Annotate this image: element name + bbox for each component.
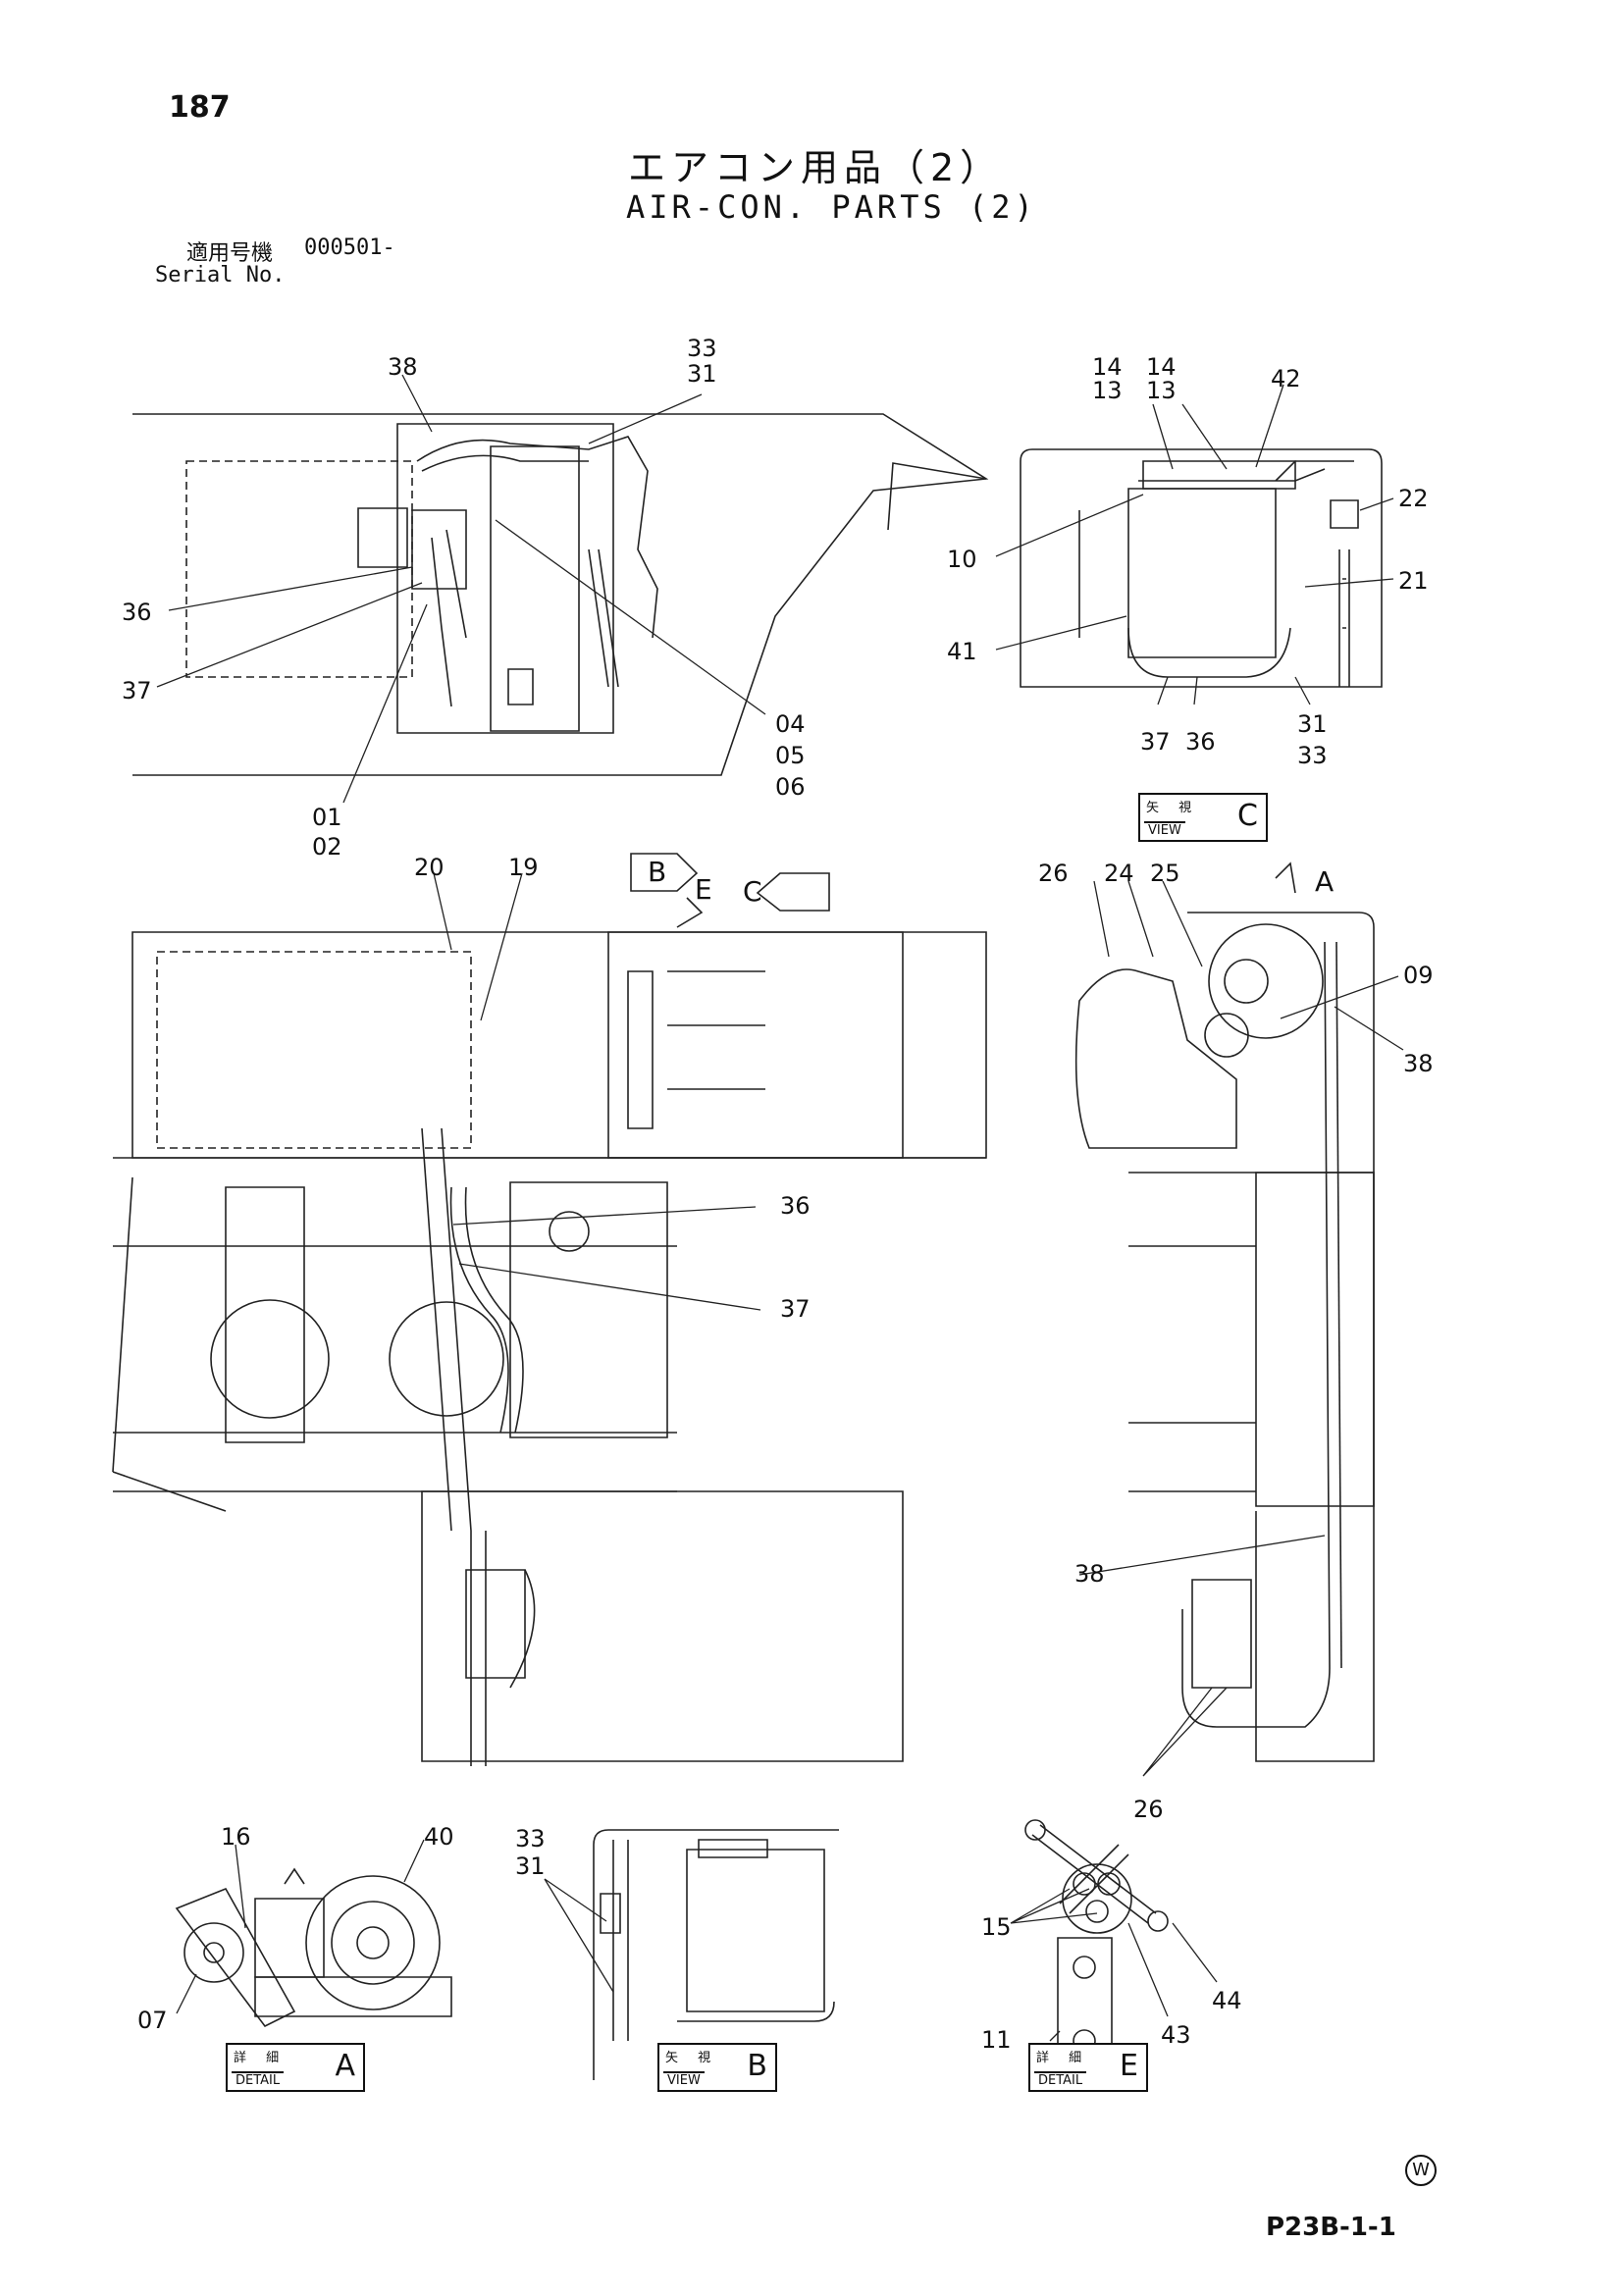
callout-25: 25	[1150, 860, 1180, 887]
page-number: 187	[169, 90, 231, 125]
callout-24: 24	[1104, 860, 1134, 887]
callout-38-lower: 38	[1074, 1560, 1105, 1588]
callout-37: 37	[122, 677, 152, 704]
callout-15: 15	[981, 1913, 1012, 1941]
view-direction-arrows	[631, 854, 1295, 927]
detail-e-label-letter: E	[1120, 2049, 1138, 2083]
serial-label-japanese: 適用号機	[186, 241, 274, 266]
callout-21: 21	[1398, 567, 1429, 595]
callout-43: 43	[1161, 2021, 1191, 2049]
detail-e-label-en: DETAIL	[1034, 2071, 1087, 2088]
view-b-drawing	[594, 1830, 839, 2080]
detail-a-label: 詳 細 DETAIL A	[226, 2043, 365, 2092]
view-c-label-jp: 矢 視	[1146, 801, 1200, 815]
callout-c-arrow: C	[743, 875, 762, 908]
callout-33-31-view-b: 33 31	[515, 1825, 546, 1880]
view-b-label-jp: 矢 視	[665, 2051, 719, 2065]
serial-label-english: Serial No.	[155, 263, 286, 287]
middle-chassis-view	[113, 932, 986, 1766]
detail-a-label-letter: A	[335, 2049, 355, 2083]
page-title-english: AIR-CON. PARTS (2)	[626, 188, 1037, 226]
callout-16: 16	[221, 1823, 251, 1851]
side-view-drawing	[1076, 913, 1374, 1761]
view-c-label-letter: C	[1237, 799, 1258, 833]
view-b-label-en: VIEW	[663, 2071, 705, 2088]
serial-number: 000501-	[304, 235, 395, 260]
detail-e-label: 詳 細 DETAIL E	[1028, 2043, 1148, 2092]
callout-36: 36	[122, 599, 152, 626]
page-code: P23B-1-1	[1266, 2213, 1396, 2242]
callout-38: 38	[388, 353, 418, 381]
callout-37-chassis: 37	[780, 1295, 811, 1323]
callout-42: 42	[1271, 365, 1301, 392]
callout-36-view-c: 36	[1185, 728, 1216, 756]
top-left-assembly-view	[132, 414, 986, 775]
callout-e-arrow: E	[695, 873, 712, 906]
callout-11: 11	[981, 2026, 1012, 2054]
callout-20: 20	[414, 854, 445, 881]
callout-40: 40	[424, 1823, 454, 1851]
callout-44: 44	[1212, 1987, 1242, 2014]
detail-e-label-jp: 詳 細	[1036, 2051, 1090, 2065]
callout-22: 22	[1398, 485, 1429, 512]
view-c-label-en: VIEW	[1144, 821, 1185, 838]
callout-09: 09	[1403, 962, 1434, 989]
view-c-label: 矢 視 VIEW C	[1138, 793, 1268, 842]
callout-a-arrow: A	[1315, 865, 1335, 898]
callout-14-13-left: 14 13	[1092, 353, 1123, 404]
leader-lines	[157, 375, 1403, 2041]
w-mark: W	[1405, 2155, 1437, 2186]
callout-07: 07	[137, 2007, 168, 2034]
page-title-japanese: エアコン用品（2）	[628, 146, 1004, 189]
callout-31-33: 31 33	[1297, 710, 1328, 769]
detail-a-label-jp: 詳 細	[234, 2051, 288, 2065]
callout-b-arrow: B	[648, 856, 667, 888]
detail-e-drawing	[1025, 1820, 1168, 2070]
callout-10: 10	[947, 546, 977, 573]
callout-38-side: 38	[1403, 1050, 1434, 1077]
callout-36-chassis: 36	[780, 1192, 811, 1220]
callout-04-05-06: 04 05 06	[775, 710, 806, 801]
callout-33-31: 33 31	[687, 335, 717, 388]
callout-19: 19	[508, 854, 539, 881]
callout-26-lower: 26	[1133, 1796, 1164, 1823]
detail-a-drawing	[177, 1869, 451, 2026]
view-b-label-letter: B	[747, 2049, 767, 2083]
view-b-label: 矢 視 VIEW B	[657, 2043, 777, 2092]
callout-01-02: 01 02	[312, 804, 342, 861]
callout-37-view-c: 37	[1140, 728, 1171, 756]
detail-a-label-en: DETAIL	[232, 2071, 285, 2088]
callout-14-13-right: 14 13	[1146, 353, 1177, 404]
view-c-drawing	[1021, 449, 1382, 687]
callout-26-side: 26	[1038, 860, 1069, 887]
callout-41: 41	[947, 638, 977, 665]
